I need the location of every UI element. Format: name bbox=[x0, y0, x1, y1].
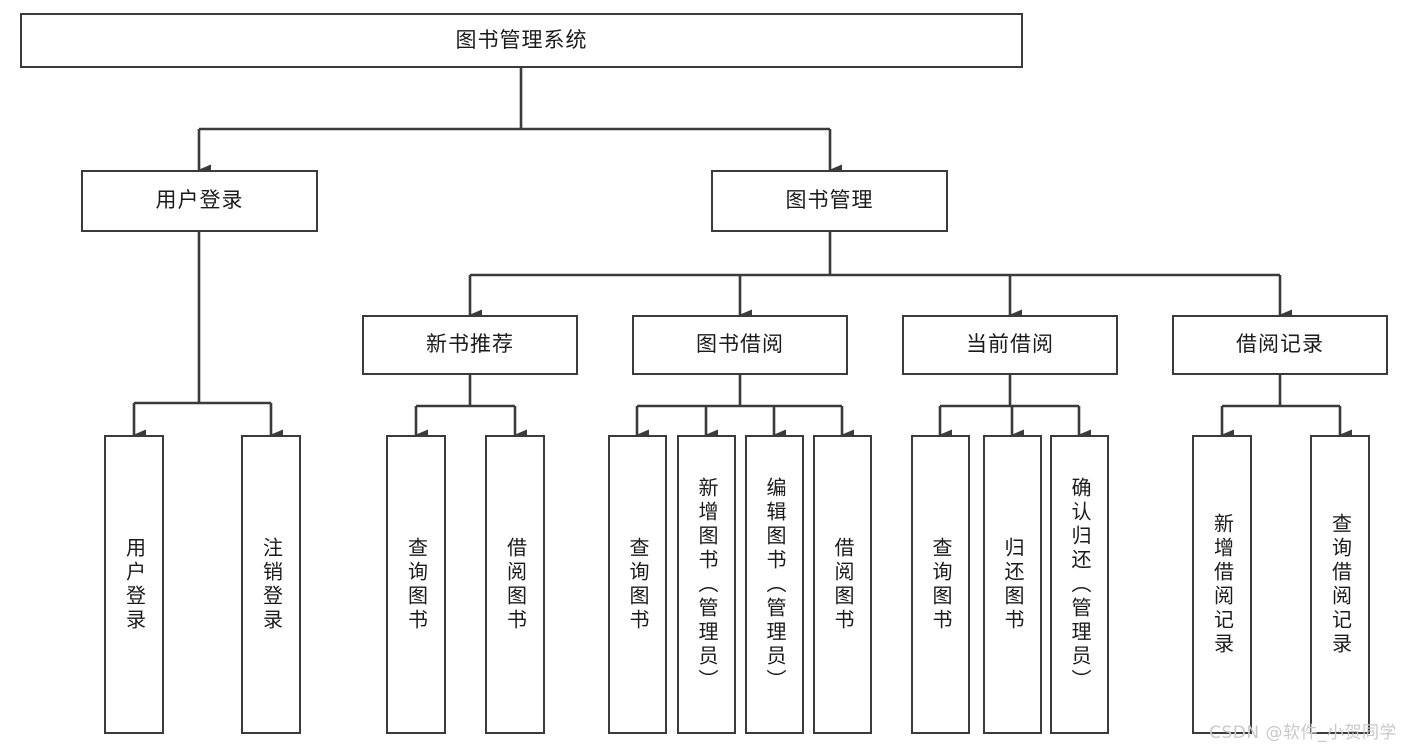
node-label: 借阅记录 bbox=[1236, 332, 1324, 357]
node-leaf-user-login[interactable]: 用户登录 bbox=[104, 435, 164, 734]
node-leaf-query-book-3[interactable]: 查询图书 bbox=[911, 435, 970, 734]
node-label: 用户登录 bbox=[155, 188, 244, 213]
node-label: 确认归还（管理员） bbox=[1068, 476, 1092, 693]
node-borrow-record[interactable]: 借阅记录 bbox=[1172, 315, 1388, 375]
node-leaf-user-logout[interactable]: 注销登录 bbox=[241, 435, 301, 734]
node-user-login[interactable]: 用户登录 bbox=[81, 170, 318, 232]
node-label: 图书管理 bbox=[785, 188, 874, 213]
node-leaf-add-record[interactable]: 新增借阅记录 bbox=[1192, 435, 1252, 734]
node-label: 查询图书 bbox=[929, 536, 953, 633]
watermark-text: CSDN @软件_小贺同学 bbox=[1209, 723, 1397, 743]
node-leaf-query-record[interactable]: 查询借阅记录 bbox=[1310, 435, 1370, 734]
node-label: 查询图书 bbox=[404, 536, 429, 633]
node-label: 当前借阅 bbox=[966, 332, 1054, 357]
node-book-borrow[interactable]: 图书借阅 bbox=[632, 315, 848, 375]
node-label: 图书管理系统 bbox=[455, 27, 588, 52]
node-leaf-return-book[interactable]: 归还图书 bbox=[983, 435, 1042, 734]
node-leaf-query-book-1[interactable]: 查询图书 bbox=[386, 435, 446, 734]
node-label: 新书推荐 bbox=[426, 332, 514, 357]
node-new-book-rec[interactable]: 新书推荐 bbox=[362, 315, 578, 375]
node-label: 查询借阅记录 bbox=[1328, 512, 1353, 657]
node-label: 用户登录 bbox=[122, 536, 147, 633]
node-label: 新增借阅记录 bbox=[1210, 512, 1235, 657]
node-root-system[interactable]: 图书管理系统 bbox=[20, 13, 1023, 68]
node-label: 编辑图书（管理员） bbox=[763, 476, 787, 693]
node-leaf-query-book-2[interactable]: 查询图书 bbox=[608, 435, 667, 734]
node-leaf-edit-book[interactable]: 编辑图书（管理员） bbox=[745, 435, 804, 734]
node-leaf-borrow-book-2[interactable]: 借阅图书 bbox=[813, 435, 872, 734]
node-leaf-add-book[interactable]: 新增图书（管理员） bbox=[677, 435, 736, 734]
node-book-manage[interactable]: 图书管理 bbox=[711, 170, 948, 232]
node-current-borrow[interactable]: 当前借阅 bbox=[902, 315, 1118, 375]
node-label: 查询图书 bbox=[626, 536, 650, 633]
node-leaf-confirm-return[interactable]: 确认归还（管理员） bbox=[1050, 435, 1109, 734]
node-label: 借阅图书 bbox=[831, 536, 855, 633]
node-label: 借阅图书 bbox=[503, 536, 528, 633]
node-label: 图书借阅 bbox=[696, 332, 784, 357]
node-label: 新增图书（管理员） bbox=[695, 476, 719, 693]
node-leaf-borrow-book-1[interactable]: 借阅图书 bbox=[485, 435, 545, 734]
node-label: 归还图书 bbox=[1001, 536, 1025, 633]
node-label: 注销登录 bbox=[259, 536, 284, 633]
